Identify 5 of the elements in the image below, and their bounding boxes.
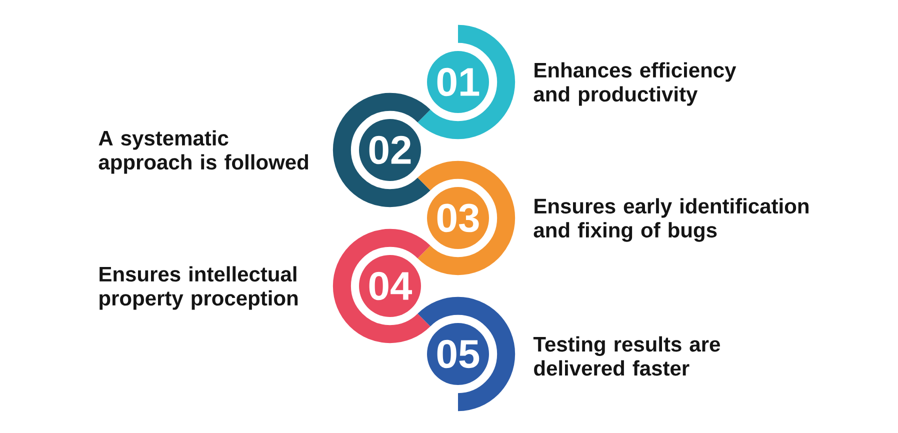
description-text: Enhances efficiency and productivity	[534, 62, 736, 106]
description-text: Ensures early identification and fixing of bugs	[534, 198, 808, 242]
description-text: Testing results are delivered faster	[533, 336, 720, 376]
description-text: Ensures intellectual property proception	[100, 266, 298, 310]
description-text: A systematic approach is followed	[98, 130, 308, 174]
